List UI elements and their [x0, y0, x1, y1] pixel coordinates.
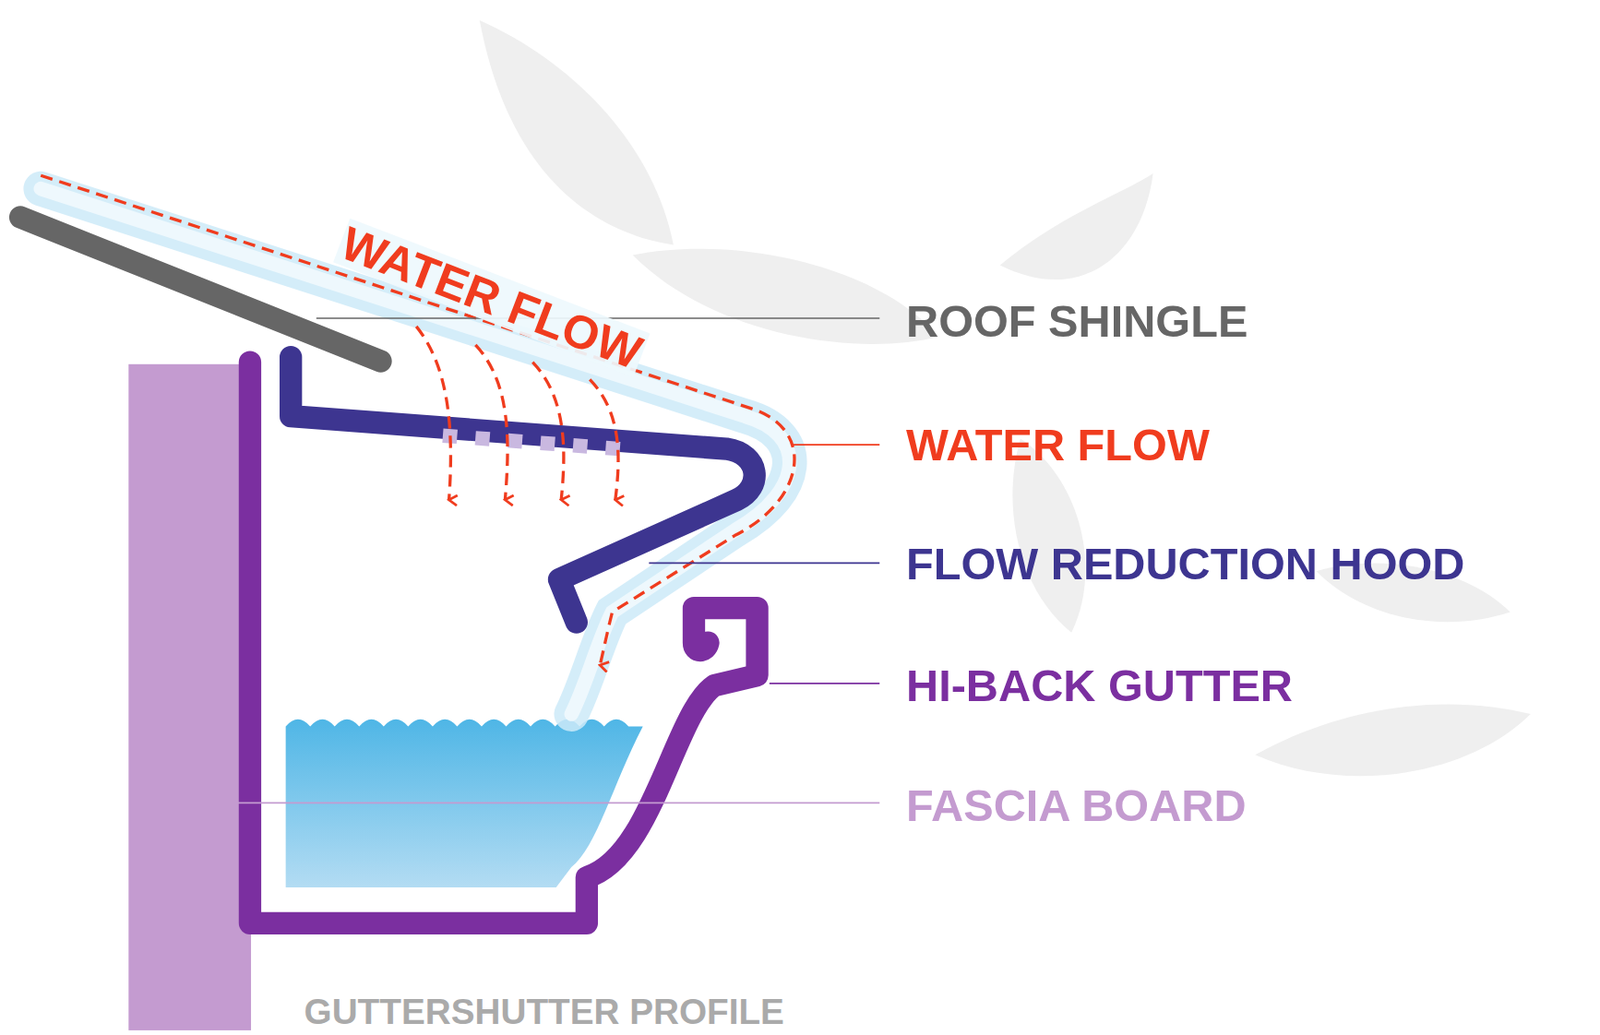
water-flow-arrows [40, 175, 795, 666]
part-label: HI-BACK GUTTER [906, 663, 1293, 709]
part-label: FLOW REDUCTION HOOD [906, 541, 1465, 587]
leader-lines [237, 318, 881, 803]
roof-shingle [20, 217, 381, 362]
part-label: WATER FLOW [906, 422, 1210, 468]
diagram-caption: GUTTERSHUTTER PROFILE [304, 993, 785, 1030]
part-label: FASCIA BOARD [906, 783, 1247, 829]
fascia-board [128, 364, 251, 1031]
flow-reduction-hood [290, 357, 755, 623]
hood-slots [442, 435, 633, 450]
part-label: ROOF SHINGLE [906, 298, 1248, 345]
